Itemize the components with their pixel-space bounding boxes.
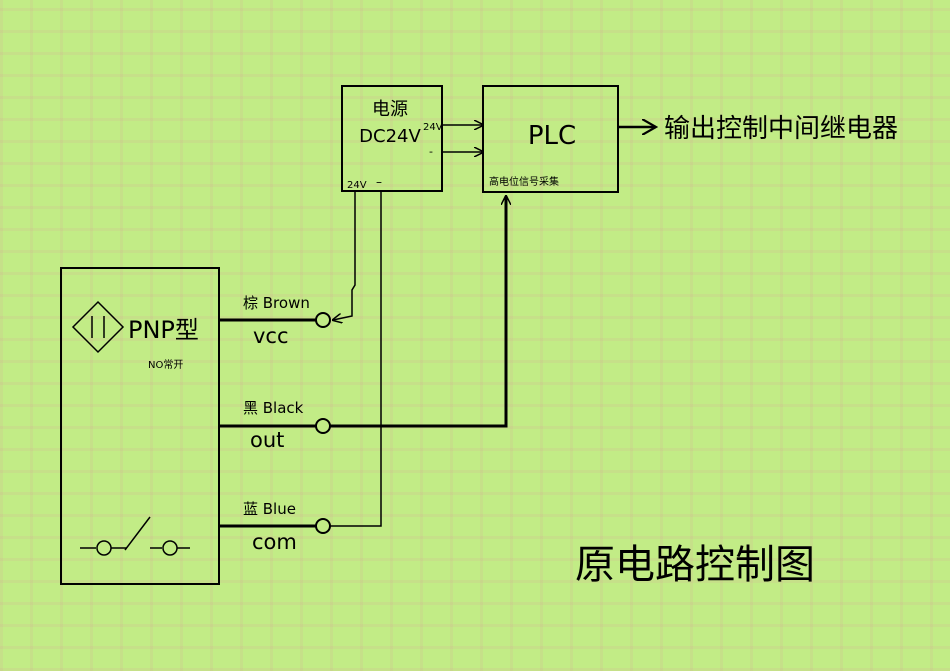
- power-supply-box: [341, 85, 443, 192]
- brown-wire-label: 棕 Brown: [243, 294, 310, 312]
- power-supply-voltage: DC24V: [359, 126, 421, 147]
- com-terminal: [315, 518, 331, 534]
- black-wire-label: 黑 Black: [243, 399, 304, 417]
- proximity-sensor-icon: [71, 300, 125, 354]
- plc-title: PLC: [528, 121, 576, 151]
- no-switch-icon: [80, 516, 190, 556]
- psu-minus-to-com-wire: [330, 191, 382, 527]
- psu-24v-to-vcc-wire: [333, 191, 356, 320]
- power-supply-title: 电源: [372, 99, 408, 120]
- vcc-terminal: [315, 312, 331, 328]
- blue-wire-label: 蓝 Blue: [243, 500, 296, 518]
- plc-output-label: 输出控制中间继电器: [664, 114, 898, 144]
- sensor-mode: NO常开: [148, 358, 183, 371]
- sensor-type: PNP型: [128, 316, 199, 344]
- com-label: com: [252, 530, 297, 554]
- power-supply-in-minus-label: –: [376, 175, 382, 189]
- vcc-label: vcc: [253, 324, 289, 348]
- out-to-plc-wire: [330, 196, 506, 428]
- power-supply-out-plus-label: 24V: [423, 122, 443, 133]
- diagram-caption: 原电路控制图: [575, 542, 815, 588]
- out-label: out: [250, 428, 284, 452]
- power-supply-in-plus-label: 24V: [347, 180, 367, 191]
- plc-box: [482, 85, 619, 193]
- out-terminal: [315, 418, 331, 434]
- power-supply-out-minus-label: -: [429, 145, 433, 158]
- plc-input-label: 高电位信号采集: [489, 175, 559, 188]
